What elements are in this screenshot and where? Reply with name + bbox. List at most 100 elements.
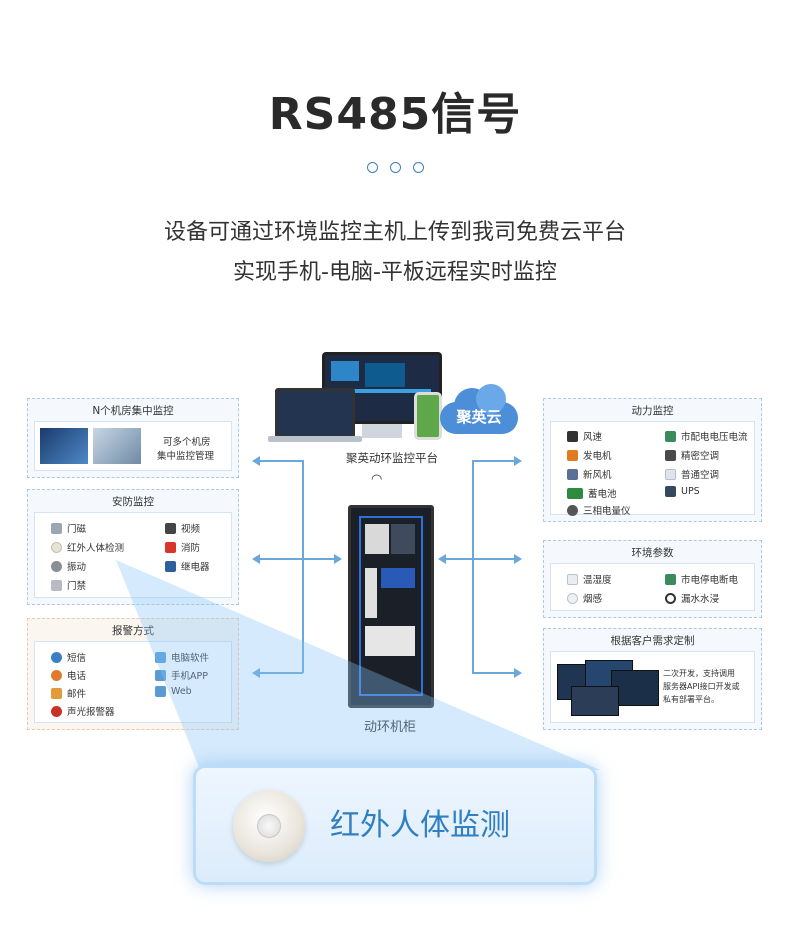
alarm-panel: 报警方式 短信 电脑软件 电话 手机APP 邮件 Web 声光报警器 [27, 618, 239, 730]
email-icon [51, 687, 62, 699]
panel-title: 安防监控 [112, 496, 154, 508]
panel-text: 私有部署平台。 [663, 695, 719, 704]
monitor-stand [362, 424, 402, 438]
panel-inner: 温湿度 市电停电断电 烟感 漏水水浸 [550, 563, 755, 611]
list-item: 风速 [567, 429, 602, 443]
arrow-right-icon [514, 554, 522, 564]
connector-line [472, 460, 474, 673]
computer-icon [155, 651, 166, 663]
cabinet-label: 动环机柜 [363, 720, 416, 735]
arrow-right-icon [514, 456, 522, 466]
precision-ac-icon [665, 449, 676, 461]
generator-icon [567, 449, 578, 461]
list-item: 声光报警器 [51, 704, 115, 718]
server-room-image [40, 428, 88, 464]
pagination-dots [0, 162, 790, 173]
water-leak-icon [665, 592, 676, 604]
sms-icon [51, 651, 62, 663]
access-control-icon [51, 579, 62, 591]
smoke-detector-icon [567, 592, 578, 604]
panel-inner: 短信 电脑软件 电话 手机APP 邮件 Web 声光报警器 [34, 641, 232, 723]
list-item: 发电机 [567, 448, 612, 462]
list-item: 电话 [51, 668, 86, 682]
list-item: Web [155, 686, 192, 697]
phone-icon [414, 392, 442, 440]
vibration-sensor-icon [51, 560, 62, 572]
thermo-hygrometer-icon [567, 573, 578, 585]
list-item: 红外人体检测 [51, 540, 124, 554]
list-item: 漏水水浸 [665, 591, 719, 605]
panel-text: 二次开发，支持调用 [663, 669, 735, 678]
dot-icon [366, 162, 378, 173]
wifi-icon: ◠ [371, 472, 383, 487]
server-room-image [93, 428, 141, 464]
arrow-left-icon [252, 554, 260, 564]
camera-icon [165, 522, 176, 534]
connector-line [302, 460, 304, 673]
siren-icon [51, 705, 62, 717]
list-item: 普通空调 [665, 467, 719, 481]
list-item: 市电停电断电 [665, 572, 738, 586]
subtitle-line2: 实现手机-电脑-平板远程实时监控 [233, 260, 557, 285]
custom-panel: 根据客户需求定制 二次开发，支持调用 服务器API接口开发或 私有部署平台。 [543, 628, 762, 730]
panel-inner: 二次开发，支持调用 服务器API接口开发或 私有部署平台。 [550, 651, 755, 723]
ups-icon [665, 486, 676, 497]
panel-title: 动力监控 [631, 405, 674, 417]
panel-text: 可多个机房 [163, 437, 211, 448]
power-meter-icon [665, 430, 676, 442]
panel-title: 报警方式 [112, 625, 154, 637]
list-item: 蓄电池 [567, 486, 617, 500]
list-item: 精密空调 [665, 448, 719, 462]
list-item: 烟感 [567, 591, 602, 605]
platform-label: 聚英动环监控平台 [346, 451, 438, 465]
air-conditioner-icon [665, 468, 676, 480]
list-item: 继电器 [165, 559, 210, 573]
arrow-right-icon [514, 668, 522, 678]
list-item: 振动 [51, 559, 86, 573]
arrow-left-icon [252, 456, 260, 466]
connector-line [258, 672, 303, 674]
connector-line [444, 558, 516, 560]
list-item: 市配电电压电流 [665, 429, 748, 443]
panel-inner: 风速 市配电电压电流 发电机 精密空调 新风机 普通空调 蓄电池 UPS 三相电… [550, 421, 755, 517]
panel-inner: 可多个机房 集中监控管理 [34, 421, 232, 471]
web-icon [155, 686, 166, 697]
list-item: 手机APP [155, 668, 208, 682]
phone-icon [51, 669, 62, 681]
security-panel: 安防监控 门磁 视频 红外人体检测 消防 振动 继电器 门禁 [27, 489, 239, 605]
list-item: 视频 [165, 521, 200, 535]
multi-room-panel: N个机房集中监控 可多个机房 集中监控管理 [27, 398, 239, 478]
panel-title: 环境参数 [631, 547, 674, 559]
arrow-left-icon [252, 668, 260, 678]
panel-text: 服务器API接口开发或 [663, 682, 740, 691]
panel-title: N个机房集中监控 [92, 405, 174, 417]
panel-inner: 门磁 视频 红外人体检测 消防 振动 继电器 门禁 [34, 512, 232, 598]
mobile-app-icon [155, 669, 166, 681]
callout-label: 红外人体监测 [330, 808, 510, 843]
connector-line [472, 672, 516, 674]
environment-panel: 环境参数 温湿度 市电停电断电 烟感 漏水水浸 [543, 540, 762, 618]
list-item: 短信 [51, 650, 86, 664]
dashboard-screens-image [557, 660, 659, 716]
cabinet-illustration [348, 505, 434, 708]
fresh-air-icon [567, 468, 578, 480]
page-title: RS485信号 [268, 89, 522, 140]
list-item: 门禁 [51, 578, 86, 592]
pir-sensor-icon [51, 541, 62, 553]
fire-extinguisher-icon [165, 541, 176, 553]
connector-line [258, 460, 303, 462]
door-sensor-icon [51, 522, 62, 534]
list-item: 电脑软件 [155, 650, 209, 664]
arrow-left-icon [438, 554, 446, 564]
list-item: 消防 [165, 540, 200, 554]
connector-line [472, 460, 516, 462]
relay-icon [165, 560, 176, 572]
arrow-right-icon [334, 554, 342, 564]
anemometer-icon [567, 430, 578, 442]
three-phase-meter-icon [567, 504, 578, 516]
power-outage-icon [665, 573, 676, 585]
panel-text: 集中监控管理 [157, 451, 215, 462]
cloud-icon: 聚英云 [440, 384, 518, 436]
laptop-base [268, 436, 362, 442]
